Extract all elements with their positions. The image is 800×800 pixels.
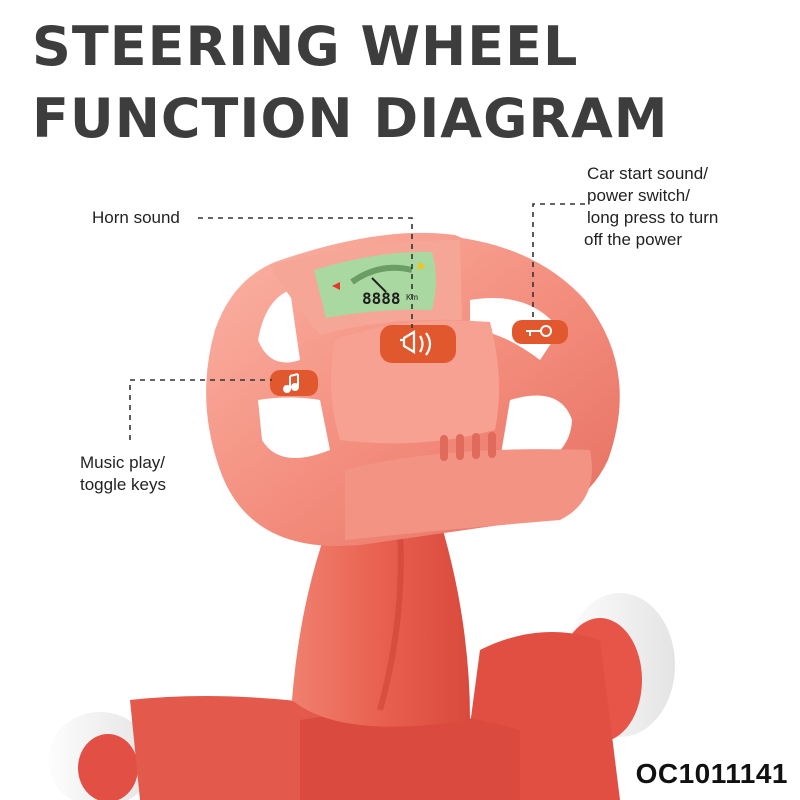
power-button[interactable] <box>512 320 568 344</box>
music-label: Music play/ toggle keys <box>80 452 166 496</box>
music-note-icon <box>283 373 299 393</box>
key-icon <box>526 325 552 337</box>
start-label-line-3: long press to turn <box>587 208 719 227</box>
lcd-display: 8888 Km <box>314 251 436 318</box>
music-label-line-1: Music play/ <box>80 453 166 472</box>
start-label-line-1: Car start sound/ <box>587 164 708 183</box>
start-label-line-4: off the power <box>584 230 682 249</box>
music-label-line-2: toggle keys <box>80 475 166 494</box>
start-label-line-2: power switch/ <box>587 186 690 205</box>
start-leader <box>532 203 585 322</box>
horn-icon <box>400 330 432 356</box>
start-label: Car start sound/ power switch/ long pres… <box>584 163 719 251</box>
steering-column <box>292 520 470 727</box>
horn-label: Horn sound <box>92 208 180 227</box>
product-code: OC1011141 <box>635 758 788 789</box>
left-wheel-hub <box>78 734 138 800</box>
callout-lines <box>129 203 585 440</box>
title-line-2: FUNCTION DIAGRAM <box>32 87 669 150</box>
title-line-1: STEERING WHEEL <box>32 15 579 78</box>
music-leader <box>129 379 272 440</box>
lcd-digits: 8888 <box>362 289 401 308</box>
music-button[interactable] <box>270 370 318 396</box>
horn-leader <box>198 217 413 328</box>
lower-body <box>48 593 675 800</box>
horn-button[interactable] <box>380 325 456 363</box>
